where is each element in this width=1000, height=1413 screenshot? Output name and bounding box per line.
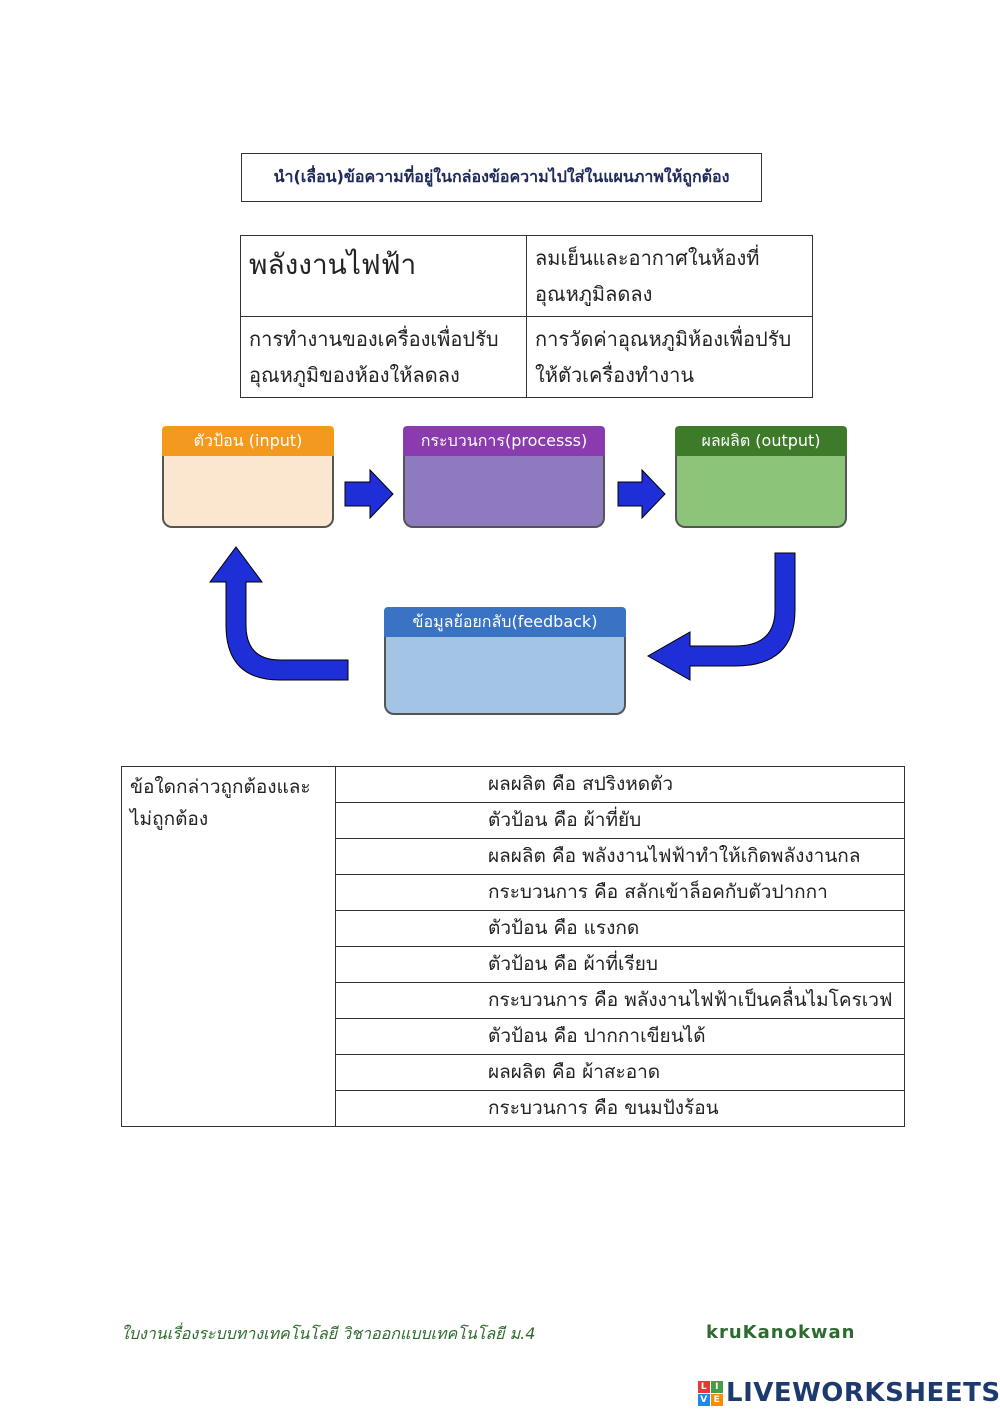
answer-card[interactable]: การวัดค่าอุณหภูมิห้องเพื่อปรับให้ตัวเครื… <box>526 316 813 398</box>
option-row[interactable]: ตัวป้อน คือ ผ้าที่เรียบ <box>335 946 905 983</box>
output-drop-zone[interactable] <box>675 456 847 528</box>
input-box: ตัวป้อน (input) <box>162 426 334 528</box>
arrow-input-to-process <box>344 468 394 520</box>
option-row[interactable]: ตัวป้อน คือ ผ้าที่ยับ <box>335 802 905 839</box>
brand-text: LIVEWORKSHEETS <box>726 1378 1000 1408</box>
instruction-text: นำ(เลื่อน)ข้อความที่อยู่ในกล่องข้อความไป… <box>273 167 730 186</box>
footer-author: kruKanokwan <box>706 1322 856 1343</box>
feedback-drop-zone[interactable] <box>384 637 626 715</box>
option-row[interactable]: ตัวป้อน คือ แรงกด <box>335 910 905 947</box>
option-row[interactable]: ตัวป้อน คือ ปากกาเขียนได้ <box>335 1018 905 1055</box>
diagram-arrows <box>209 468 796 681</box>
question-table: ข้อใดกล่าวถูกต้องและไม่ถูกต้อง ผลผลิต คื… <box>121 766 905 1127</box>
output-box: ผลผลิต (output) <box>675 426 847 528</box>
answer-card[interactable]: การทำงานของเครื่องเพื่อปรับอุณหภูมิของห้… <box>240 316 527 398</box>
input-header: ตัวป้อน (input) <box>162 426 334 456</box>
footer-subject: ใบงานเรื่องระบบทางเทคโนโลยี วิชาออกแบบเท… <box>121 1324 536 1343</box>
option-row[interactable]: ผลผลิต คือ สปริงหดตัว <box>335 766 905 803</box>
arrow-process-to-output <box>617 468 666 520</box>
arrow-output-to-feedback <box>646 552 796 681</box>
option-row[interactable]: ผลผลิต คือ ผ้าสะอาด <box>335 1054 905 1091</box>
feedback-box: ข้อมูลย้อยกลับ(feedback) <box>384 607 626 715</box>
arrow-feedback-to-input <box>209 546 349 681</box>
option-row[interactable]: กระบวนการ คือ สลักเข้าล็อคกับตัวปากกา <box>335 874 905 911</box>
process-box: กระบวนการ(processs) <box>403 426 605 528</box>
process-header: กระบวนการ(processs) <box>403 426 605 456</box>
option-row[interactable]: กระบวนการ คือ พลังงานไฟฟ้าเป็นคลื่นไมโคร… <box>335 982 905 1019</box>
liveworksheets-logo: L I V E LIVEWORKSHEETS <box>698 1378 1000 1408</box>
output-header: ผลผลิต (output) <box>675 426 847 456</box>
option-row[interactable]: ผลผลิต คือ พลังงานไฟฟ้าทำให้เกิดพลังงานก… <box>335 838 905 875</box>
input-drop-zone[interactable] <box>162 456 334 528</box>
answer-cards-table: พลังงานไฟฟ้า ลมเย็นและอากาศในห้องที่อุณห… <box>240 235 813 398</box>
instruction-box: นำ(เลื่อน)ข้อความที่อยู่ในกล่องข้อความไป… <box>241 153 762 202</box>
process-drop-zone[interactable] <box>403 456 605 528</box>
option-row[interactable]: กระบวนการ คือ ขนมปังร้อน <box>335 1090 905 1127</box>
live-logo-icon: L I V E <box>698 1380 723 1406</box>
feedback-header: ข้อมูลย้อยกลับ(feedback) <box>384 607 626 637</box>
answer-card[interactable]: พลังงานไฟฟ้า <box>240 235 527 317</box>
question-label: ข้อใดกล่าวถูกต้องและไม่ถูกต้อง <box>121 766 336 1127</box>
